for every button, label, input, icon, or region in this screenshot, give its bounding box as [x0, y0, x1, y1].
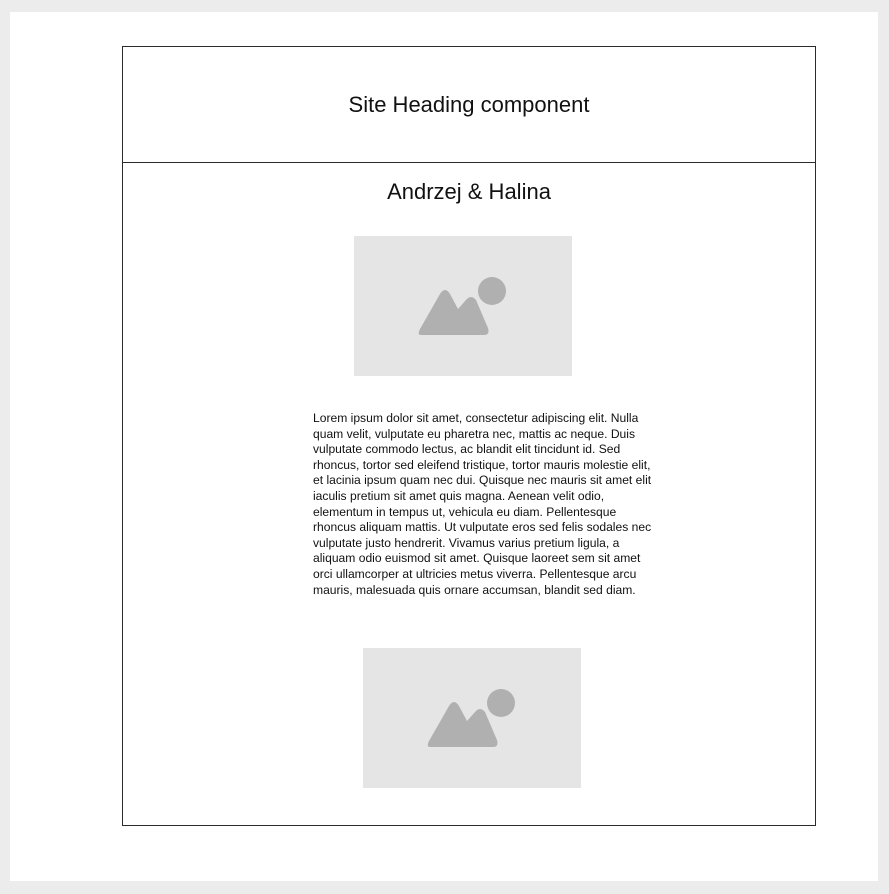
- site-heading-component: Site Heading component: [123, 47, 815, 163]
- image-placeholder-icon: [427, 689, 515, 747]
- body-paragraph: Lorem ipsum dolor sit amet, consectetur …: [313, 411, 652, 597]
- couple-names-heading: Andrzej & Halina: [387, 179, 551, 204]
- wireframe-canvas: Site Heading component Andrzej & Halina …: [10, 12, 878, 881]
- page-frame: Site Heading component Andrzej & Halina …: [122, 46, 816, 826]
- image-placeholder-icon: [418, 277, 506, 335]
- image-placeholder: [354, 236, 572, 376]
- image-placeholder: [363, 648, 581, 788]
- site-heading-title: Site Heading component: [348, 92, 590, 117]
